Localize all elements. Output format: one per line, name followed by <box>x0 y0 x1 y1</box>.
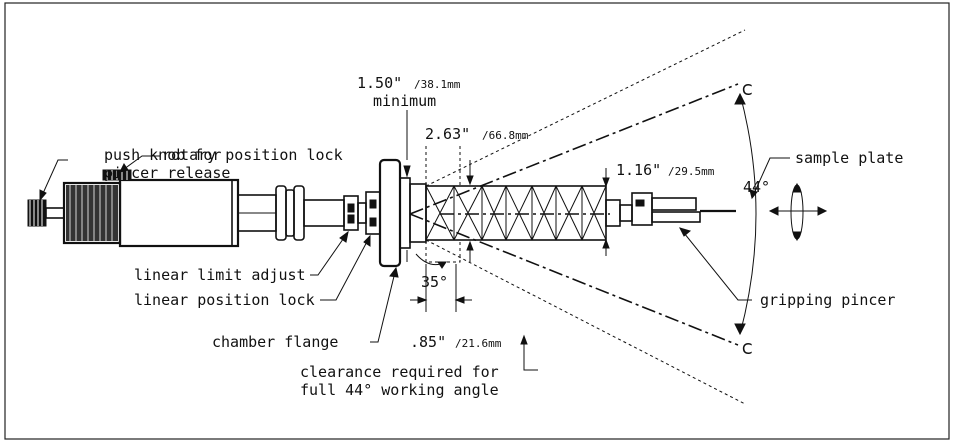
rotation-indicator <box>768 182 828 242</box>
top-centerline-mark: Ⅽ <box>742 81 752 99</box>
dim-150 <box>403 110 411 262</box>
linear-limit-collar <box>343 195 359 231</box>
dim-263-sub: /66.8mm <box>482 129 529 142</box>
label-gripping-pincer: gripping pincer <box>760 291 895 309</box>
bellows <box>425 185 607 241</box>
dim-150-main: 1.50" <box>357 74 402 92</box>
dim-263-main: 2.63" <box>425 125 470 143</box>
label-clearance-1: clearance required for <box>300 363 499 381</box>
label-push-knob-2: pincer release <box>104 164 230 182</box>
label-chamber-flange: chamber flange <box>212 333 338 351</box>
label-rotary-lock: rotary position lock <box>162 146 343 164</box>
label-linear-position: linear position lock <box>134 291 315 309</box>
dim-116-main: 1.16" <box>616 161 661 179</box>
label-linear-limit: linear limit adjust <box>134 266 306 284</box>
dim-116-sub: /29.5mm <box>668 165 715 178</box>
pincer-head <box>605 192 701 227</box>
bottom-centerline-mark: Ⅽ <box>742 340 752 358</box>
label-push-knob-1: push knob for <box>104 146 221 164</box>
drive-shaft <box>237 185 345 241</box>
label-sample-plate: sample plate <box>795 149 903 167</box>
working-angle-lines: Ⅽ Ⅽ <box>409 81 757 358</box>
figure-border <box>4 2 950 440</box>
dim-150-note: minimum <box>373 92 436 110</box>
linear-position-collar <box>357 191 381 235</box>
dim-085-main: .85" <box>410 333 446 351</box>
clearance-envelope <box>425 29 746 405</box>
dim-116 <box>602 168 610 256</box>
dim-085-sub: /21.6mm <box>455 337 502 350</box>
dim-085 <box>410 253 472 312</box>
angle-35: 35° <box>421 273 448 291</box>
dim-263 <box>425 146 474 263</box>
push-knob <box>27 199 65 227</box>
dim-150-sub: /38.1mm <box>414 78 461 91</box>
micrometer-barrel <box>62 178 240 248</box>
label-clearance-2: full 44° working angle <box>300 381 499 399</box>
chamber-flange-body <box>378 158 427 268</box>
rotary-lock-knob <box>102 169 132 181</box>
angle-44: 44° <box>743 178 770 196</box>
leader-lines <box>39 155 790 371</box>
